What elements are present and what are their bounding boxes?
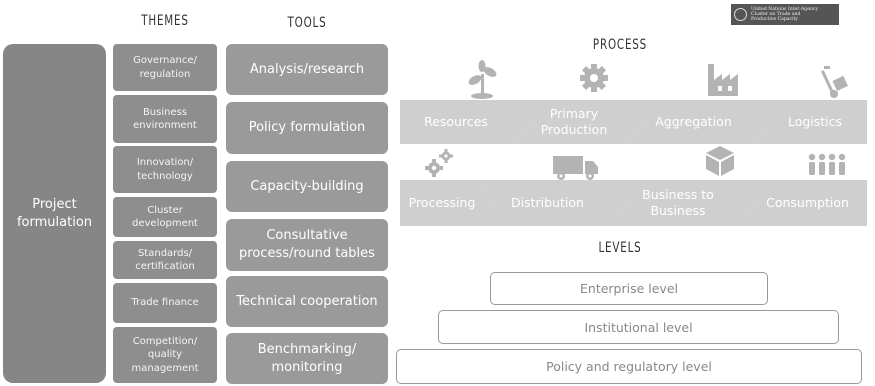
tools-header: TOOLS <box>287 15 327 31</box>
theme-box: Business environment <box>113 95 217 143</box>
people-icon <box>808 153 846 175</box>
process-label-logistics: Logistics <box>787 113 843 129</box>
process-label-business-to-business: Business to Business <box>642 186 714 218</box>
hand-truck-icon <box>821 66 848 98</box>
theme-box: Trade finance <box>113 283 217 323</box>
level-enterprise: Enterprise level <box>490 272 768 305</box>
theme-box: Governance/ regulation <box>113 44 217 91</box>
tool-box: Benchmarking/ monitoring <box>226 333 388 384</box>
project-formulation-label: Project formulation <box>16 196 93 230</box>
un-emblem-icon <box>734 8 747 21</box>
process-label-consumption: Consumption <box>766 194 849 210</box>
box-icon <box>706 146 734 176</box>
level-institutional: Institutional level <box>438 310 839 344</box>
process-label-distribution: Distribution <box>511 194 584 210</box>
plant-icon <box>468 60 497 99</box>
theme-box: Standards/ certification <box>113 241 217 279</box>
level-policy-regulatory: Policy and regulatory level <box>396 349 862 384</box>
tool-box: Policy formulation <box>226 102 388 154</box>
un-cluster-logo: United Nations Inter-Agency Cluster on T… <box>731 4 839 25</box>
process-label-aggregation: Aggregation <box>655 113 732 129</box>
theme-box: Cluster development <box>113 197 217 237</box>
process-label-processing: Processing <box>408 194 476 210</box>
project-formulation-box: Project formulation <box>3 44 106 383</box>
tool-box: Technical cooperation <box>226 276 388 327</box>
process-header: PROCESS <box>592 37 648 53</box>
theme-box: Innovation/ technology <box>113 146 217 193</box>
gear-icon <box>580 64 608 92</box>
gears-icon <box>425 149 453 177</box>
themes-header: THEMES <box>141 13 189 29</box>
factory-icon <box>708 64 738 96</box>
tool-box: Consultative process/round tables <box>226 219 388 271</box>
tool-box: Capacity-building <box>226 161 388 212</box>
process-label-primary-production: Primary Production <box>540 105 608 137</box>
truck-icon <box>553 156 598 180</box>
logo-text: United Nations Inter-Agency Cluster on T… <box>751 6 819 23</box>
theme-box: Competition/ quality management <box>113 327 217 383</box>
process-label-resources: Resources <box>424 113 488 129</box>
tool-box: Analysis/research <box>226 44 388 95</box>
levels-header: LEVELS <box>598 240 642 256</box>
